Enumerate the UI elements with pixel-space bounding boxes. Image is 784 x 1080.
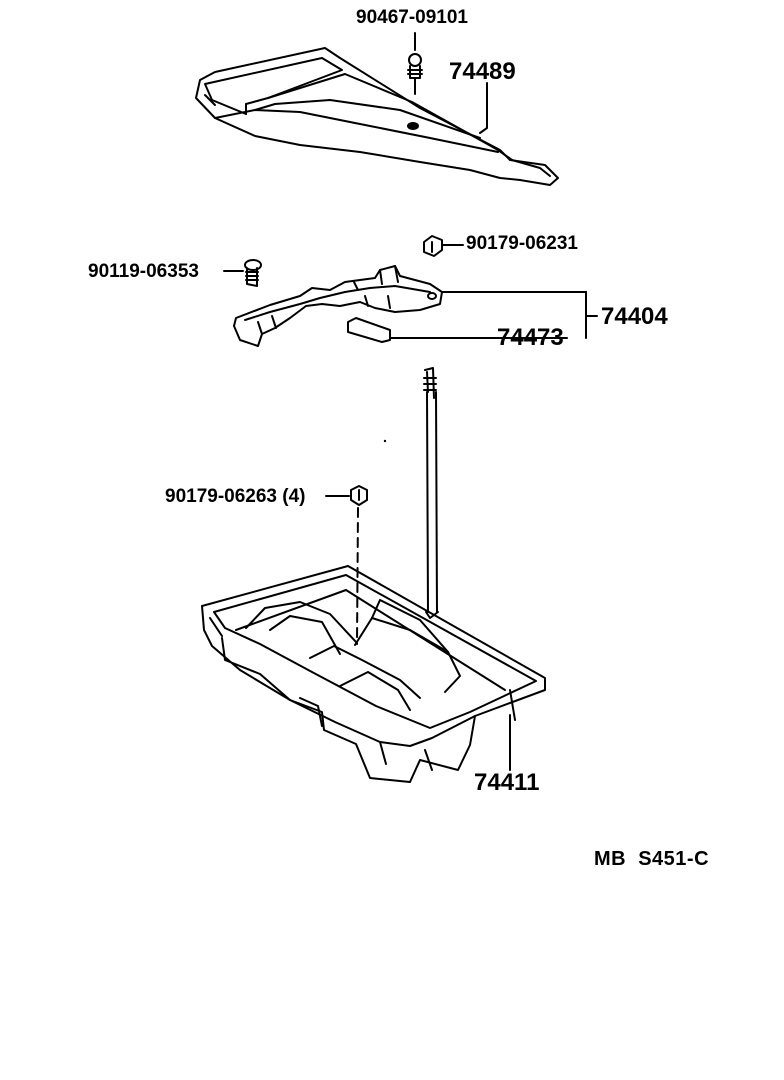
hold-down-rod (423, 367, 439, 619)
label-74404: 74404 (601, 303, 668, 330)
nut-90179-06231 (423, 235, 464, 257)
label-74489: 74489 (449, 58, 516, 85)
bolt-90119-06353 (223, 259, 262, 287)
label-74473: 74473 (497, 324, 564, 351)
label-74411: 74411 (474, 769, 540, 796)
battery-clamp-74404 (233, 265, 443, 347)
label-90179-06231: 90179-06231 (466, 233, 578, 254)
stray-dot (383, 439, 387, 443)
diagram-code: MB S451-C (594, 848, 710, 870)
label-90467-09101: 90467-09101 (356, 7, 468, 28)
label-90119-06353: 90119-06353 (88, 261, 199, 282)
clip-90467 (407, 32, 423, 95)
label-90179-06263: 90179-06263 (4) (165, 486, 306, 507)
battery-tray-74411 (201, 565, 546, 783)
pad-74473 (347, 317, 391, 343)
leaders-74404 (389, 291, 598, 339)
leader-74489 (479, 82, 488, 134)
battery-cover-74489 (195, 47, 559, 186)
nut-90179-06263 (325, 485, 368, 645)
